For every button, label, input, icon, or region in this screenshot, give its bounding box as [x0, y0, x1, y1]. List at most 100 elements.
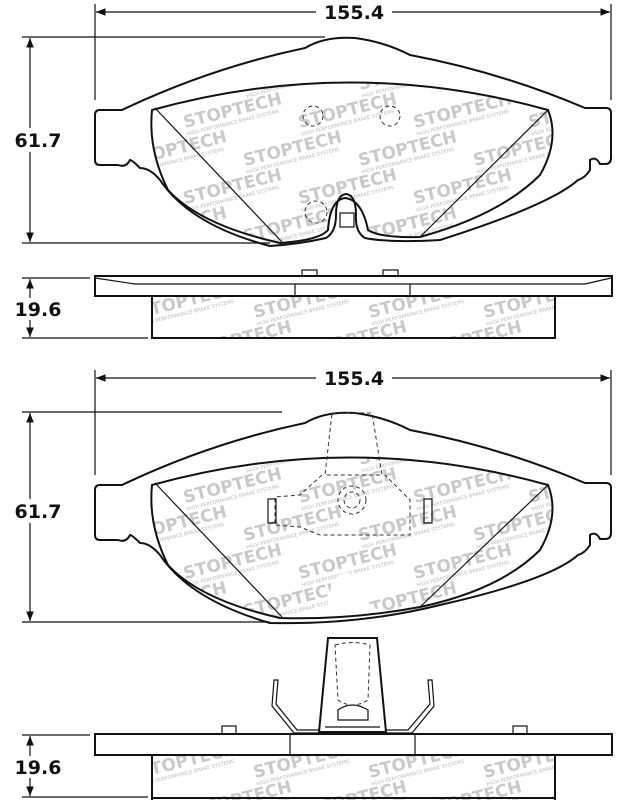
- friction-material-side: [151, 295, 556, 339]
- svg-text:STOPTECH: STOPTECH: [471, 578, 574, 622]
- svg-text:STOPTECH: STOPTECH: [191, 777, 294, 800]
- dimension-height-top: 61.7: [4, 36, 325, 244]
- dimension-width-top: 155.4: [94, 2, 612, 100]
- chamfer-line-right: [419, 484, 549, 608]
- svg-text:HIGH PERFORMANCE BRAKE SYSTEMS: HIGH PERFORMANCE BRAKE SYSTEMS: [531, 185, 617, 214]
- svg-text:STOPTECH: STOPTECH: [536, 777, 617, 800]
- dimension-thickness-1: 19.6: [4, 277, 148, 339]
- clip-end: [267, 498, 277, 524]
- dimension-label: 155.4: [324, 2, 384, 24]
- abutment-tab: [512, 725, 528, 735]
- locator-hole: [379, 105, 401, 127]
- backing-plate-outline: [94, 36, 612, 248]
- clip-rivet-hole: [337, 485, 367, 515]
- backing-plate-outline: [94, 411, 612, 625]
- dimension-height-bottom: 61.7: [4, 411, 282, 623]
- dimension-width-bottom: 155.4: [94, 368, 612, 475]
- svg-text:HIGH PERFORMANCE BRAKE SYSTEMS: HIGH PERFORMANCE BRAKE SYSTEMS: [541, 337, 617, 366]
- dimension-thickness-2: 19.6: [4, 734, 148, 798]
- wear-sensor-tab: [339, 212, 355, 228]
- svg-text:STOPTECH: STOPTECH: [526, 464, 617, 508]
- svg-text:HIGH PERFORMANCE BRAKE SYSTEMS: HIGH PERFORMANCE BRAKE SYSTEMS: [476, 598, 570, 627]
- wear-sensor-hole: [304, 200, 328, 224]
- locator-hole: [302, 105, 324, 127]
- backing-plate-side: [94, 733, 613, 756]
- friction-material-outline: [150, 456, 554, 620]
- chamfer-line-left: [154, 482, 283, 618]
- spring-clip-hidden-outline: [274, 412, 411, 536]
- dimension-label: 61.7: [15, 501, 62, 523]
- backing-plate-side: [94, 275, 613, 297]
- svg-text:HIGH PERFORMANCE BRAKE SYSTEMS: HIGH PERFORMANCE BRAKE SYSTEMS: [131, 223, 225, 252]
- svg-text:STOPTECH: STOPTECH: [421, 777, 524, 800]
- spring-clip-side: [271, 637, 435, 734]
- svg-text:HIGH PERFORMANCE BRAKE SYSTEMS: HIGH PERFORMANCE BRAKE SYSTEMS: [196, 337, 290, 366]
- clip-rivet-inner: [343, 491, 361, 509]
- dimension-label: 19.6: [15, 299, 62, 321]
- clip-end: [423, 498, 433, 524]
- abutment-tab: [221, 725, 237, 735]
- dimension-label: 155.4: [324, 368, 384, 390]
- svg-text:STOPTECH: STOPTECH: [526, 89, 617, 133]
- abutment-tab: [301, 269, 318, 277]
- chamfer-line-left: [154, 107, 283, 243]
- svg-text:HIGH PERFORMANCE BRAKE SYSTEMS: HIGH PERFORMANCE BRAKE SYSTEMS: [426, 337, 520, 366]
- shim-lines: [94, 277, 612, 296]
- svg-text:HIGH PERFORMANCE BRAKE SYSTEMS: HIGH PERFORMANCE BRAKE SYSTEMS: [476, 223, 570, 252]
- friction-material-outline: [150, 81, 554, 245]
- svg-text:HIGH PERFORMANCE BRAKE SYSTEMS: HIGH PERFORMANCE BRAKE SYSTEMS: [311, 337, 405, 366]
- chamfer-line-right: [419, 109, 549, 238]
- dimension-label: 19.6: [15, 757, 62, 779]
- abutment-tab: [382, 269, 399, 277]
- svg-text:STOPTECH: STOPTECH: [526, 540, 617, 584]
- dimension-label: 61.7: [15, 130, 62, 152]
